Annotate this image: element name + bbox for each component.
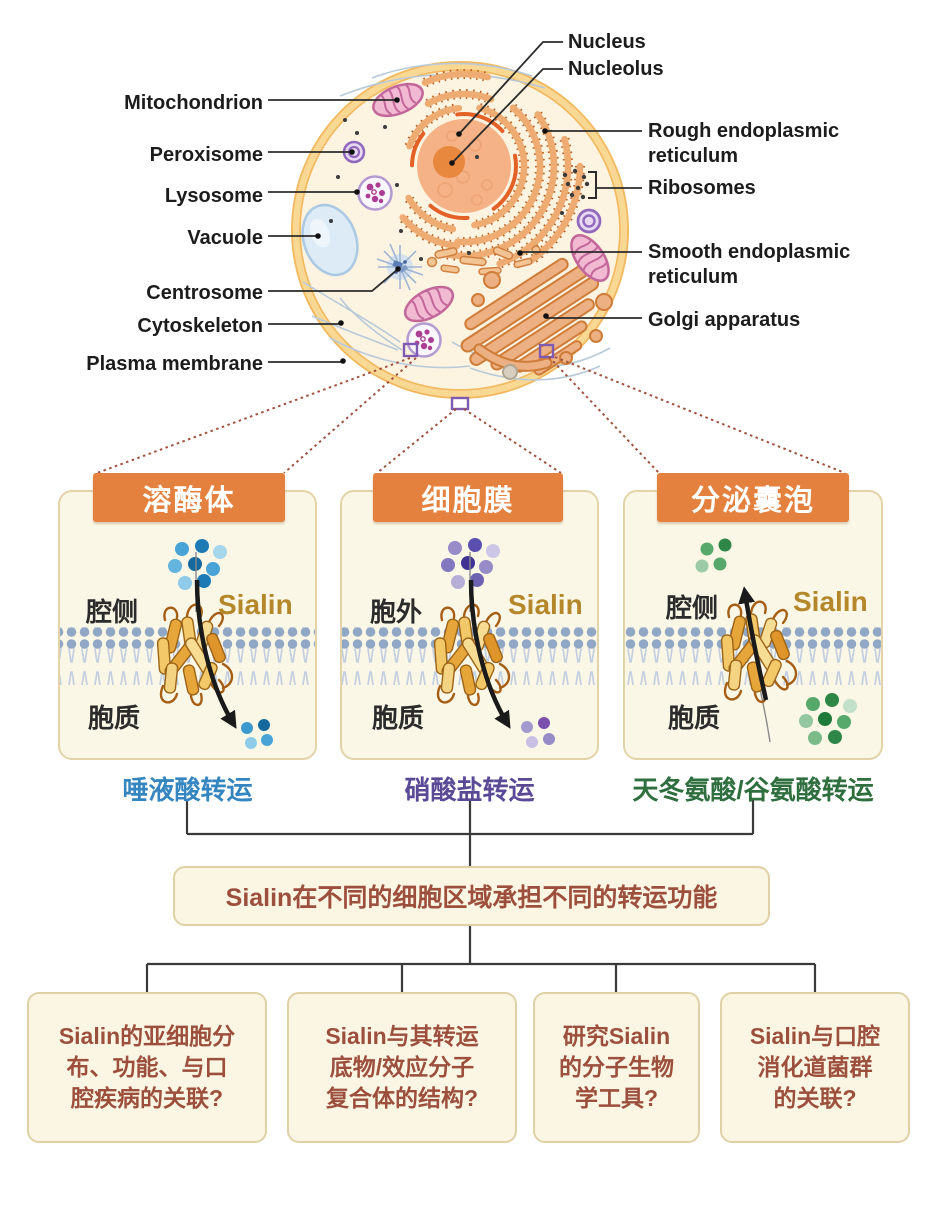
caption-nitrate-transport: 硝酸盐转运 xyxy=(404,775,535,805)
label-smooth-er: Smooth endoplasmic reticulum xyxy=(648,241,851,288)
caption-aspartate-glutamate-transport: 天冬氨酸/谷氨酸转运 xyxy=(632,775,874,805)
nuclear-envelope xyxy=(410,112,518,220)
cargo-dots-plasma-membrane xyxy=(441,538,555,748)
lumen-label-1: 腔侧 xyxy=(86,597,139,627)
leader-dots xyxy=(315,97,549,364)
connector-tree xyxy=(145,800,817,992)
label-centrosome: Centrosome xyxy=(146,282,263,304)
smooth-er xyxy=(426,245,541,276)
question-box-1: Sialin的亚细胞分 布、功能、与口 腔疾病的关联? xyxy=(27,992,267,1143)
cell-diagram xyxy=(96,41,846,474)
cargo-dots-lysosome xyxy=(168,539,273,749)
rough-er xyxy=(398,69,585,269)
label-nucleolus: Nucleolus xyxy=(568,58,664,80)
cytoplasm-label-2: 胞质 xyxy=(372,703,425,733)
lipid-bilayers xyxy=(60,627,881,685)
label-vacuole: Vacuole xyxy=(187,227,263,249)
label-ribosomes: Ribosomes xyxy=(648,177,756,199)
caption-sialic-acid-transport: 唾液酸转运 xyxy=(122,775,253,805)
label-mitochondrion: Mitochondrion xyxy=(124,92,263,114)
label-cytoskeleton: Cytoskeleton xyxy=(137,315,263,337)
label-peroxisome: Peroxisome xyxy=(149,144,263,166)
label-plasma-membrane: Plasma membrane xyxy=(86,353,263,375)
panel-header-plasma-membrane: 细胞膜 xyxy=(373,473,563,522)
question-box-2: Sialin与其转运 底物/效应分子 复合体的结构? xyxy=(287,992,517,1143)
label-rough-er: Rough endoplasmic reticulum xyxy=(648,120,840,167)
lumen-label-3: 腔侧 xyxy=(666,593,719,623)
panel-header-lysosome: 溶酶体 xyxy=(93,473,285,522)
transport-arrows xyxy=(194,579,769,729)
sialin-label-1: Sialin xyxy=(218,589,293,620)
label-lysosome: Lysosome xyxy=(164,185,263,207)
cargo-dots-secretory-vesicle xyxy=(695,538,857,745)
cytoplasm-label-3: 胞质 xyxy=(668,703,721,733)
ribosomes-dots xyxy=(329,118,590,261)
summary-box: Sialin在不同的细胞区域承担不同的转运功能 xyxy=(173,866,770,926)
label-nucleus: Nucleus xyxy=(568,31,646,53)
vacuole xyxy=(301,203,359,277)
nucleus xyxy=(410,112,518,220)
label-golgi: Golgi apparatus xyxy=(648,309,801,331)
question-box-3: 研究Sialin 的分子生物 学工具? xyxy=(533,992,700,1143)
panel-header-secretory-vesicle: 分泌囊泡 xyxy=(657,473,849,522)
sialin-label-2: Sialin xyxy=(508,589,583,620)
lumen-label-2: 胞外 xyxy=(370,597,423,627)
ribosomes-bracket xyxy=(588,171,597,199)
zoom-callout-squares xyxy=(402,342,555,411)
cytoplasm-label-1: 胞质 xyxy=(88,703,141,733)
nucleolus xyxy=(433,146,465,178)
zoom-callout-lines xyxy=(96,356,846,474)
golgi-apparatus xyxy=(460,257,613,380)
question-box-4: Sialin与口腔 消化道菌群 的关联? xyxy=(720,992,910,1143)
sialin-label-3: Sialin xyxy=(793,586,868,617)
leader-lines xyxy=(268,41,642,363)
